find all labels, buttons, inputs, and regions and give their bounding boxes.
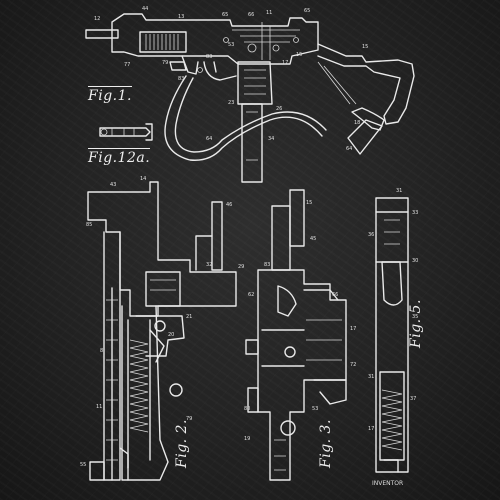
svg-text:29: 29 — [238, 264, 244, 270]
svg-text:17: 17 — [368, 426, 374, 432]
svg-text:17: 17 — [282, 60, 288, 66]
fig12a-detail — [99, 123, 153, 141]
svg-text:19: 19 — [244, 436, 250, 442]
svg-text:32: 32 — [206, 262, 212, 268]
svg-text:64: 64 — [346, 146, 352, 152]
svg-text:55: 55 — [80, 462, 86, 468]
svg-text:62: 62 — [248, 292, 254, 298]
fig2-label: Fig. 2. — [174, 419, 190, 468]
svg-text:53: 53 — [228, 42, 234, 48]
inventor-signature: INVENTOR — [372, 480, 404, 487]
svg-text:83: 83 — [206, 54, 212, 60]
svg-text:21: 21 — [186, 314, 192, 320]
svg-text:45: 45 — [310, 236, 316, 242]
svg-text:37: 37 — [410, 396, 416, 402]
svg-text:85: 85 — [86, 222, 92, 228]
fig12a-label: Fig.12a. — [88, 148, 151, 166]
svg-text:15: 15 — [296, 52, 302, 58]
fig5-bolt-assembly: 31 33 36 30 35 31 37 17 — [368, 188, 418, 473]
svg-text:34: 34 — [268, 136, 274, 142]
svg-text:12: 12 — [94, 16, 100, 22]
svg-text:26: 26 — [276, 106, 282, 112]
svg-text:33: 33 — [412, 210, 418, 216]
svg-text:77: 77 — [124, 62, 130, 68]
svg-text:65: 65 — [304, 8, 310, 14]
fig3-cutaway: 15 45 83 66 62 17 72 80 53 19 — [244, 189, 356, 481]
svg-text:83: 83 — [178, 76, 184, 82]
svg-text:23: 23 — [228, 100, 234, 106]
svg-text:15: 15 — [306, 200, 312, 206]
svg-text:11: 11 — [266, 10, 272, 16]
svg-text:36: 36 — [368, 232, 374, 238]
svg-text:83: 83 — [264, 262, 270, 268]
svg-text:15: 15 — [362, 44, 368, 50]
svg-text:66: 66 — [332, 292, 338, 298]
svg-text:35: 35 — [412, 314, 418, 320]
svg-text:46: 46 — [226, 202, 232, 208]
svg-text:43: 43 — [110, 182, 116, 188]
svg-text:79: 79 — [186, 416, 192, 422]
svg-text:20: 20 — [168, 332, 174, 338]
svg-text:17: 17 — [350, 326, 356, 332]
svg-text:11: 11 — [96, 404, 102, 410]
svg-text:8: 8 — [100, 348, 103, 354]
svg-text:31: 31 — [396, 188, 402, 194]
svg-text:65: 65 — [222, 12, 228, 18]
svg-text:44: 44 — [142, 6, 148, 12]
svg-text:53: 53 — [312, 406, 318, 412]
svg-text:18: 18 — [354, 120, 360, 126]
fig1-label: Fig.1. — [88, 86, 132, 104]
svg-text:72: 72 — [350, 362, 356, 368]
svg-text:30: 30 — [412, 258, 418, 264]
svg-text:13: 13 — [178, 14, 184, 20]
fig2-cutaway: 43 14 46 85 32 29 8 11 20 21 79 55 — [80, 176, 244, 481]
fig1-gun-side-view: 12 44 13 65 66 11 65 77 79 83 53 17 15 15 23 26 34 6… — [85, 6, 415, 183]
fig3-label: Fig. 3. — [318, 419, 334, 468]
svg-text:14: 14 — [140, 176, 146, 182]
svg-text:31: 31 — [368, 374, 374, 380]
fig5-label: Fig. 5. — [408, 299, 424, 348]
svg-text:66: 66 — [248, 12, 254, 18]
svg-text:80: 80 — [244, 406, 250, 412]
svg-text:64: 64 — [206, 136, 212, 142]
svg-text:79: 79 — [162, 60, 168, 66]
